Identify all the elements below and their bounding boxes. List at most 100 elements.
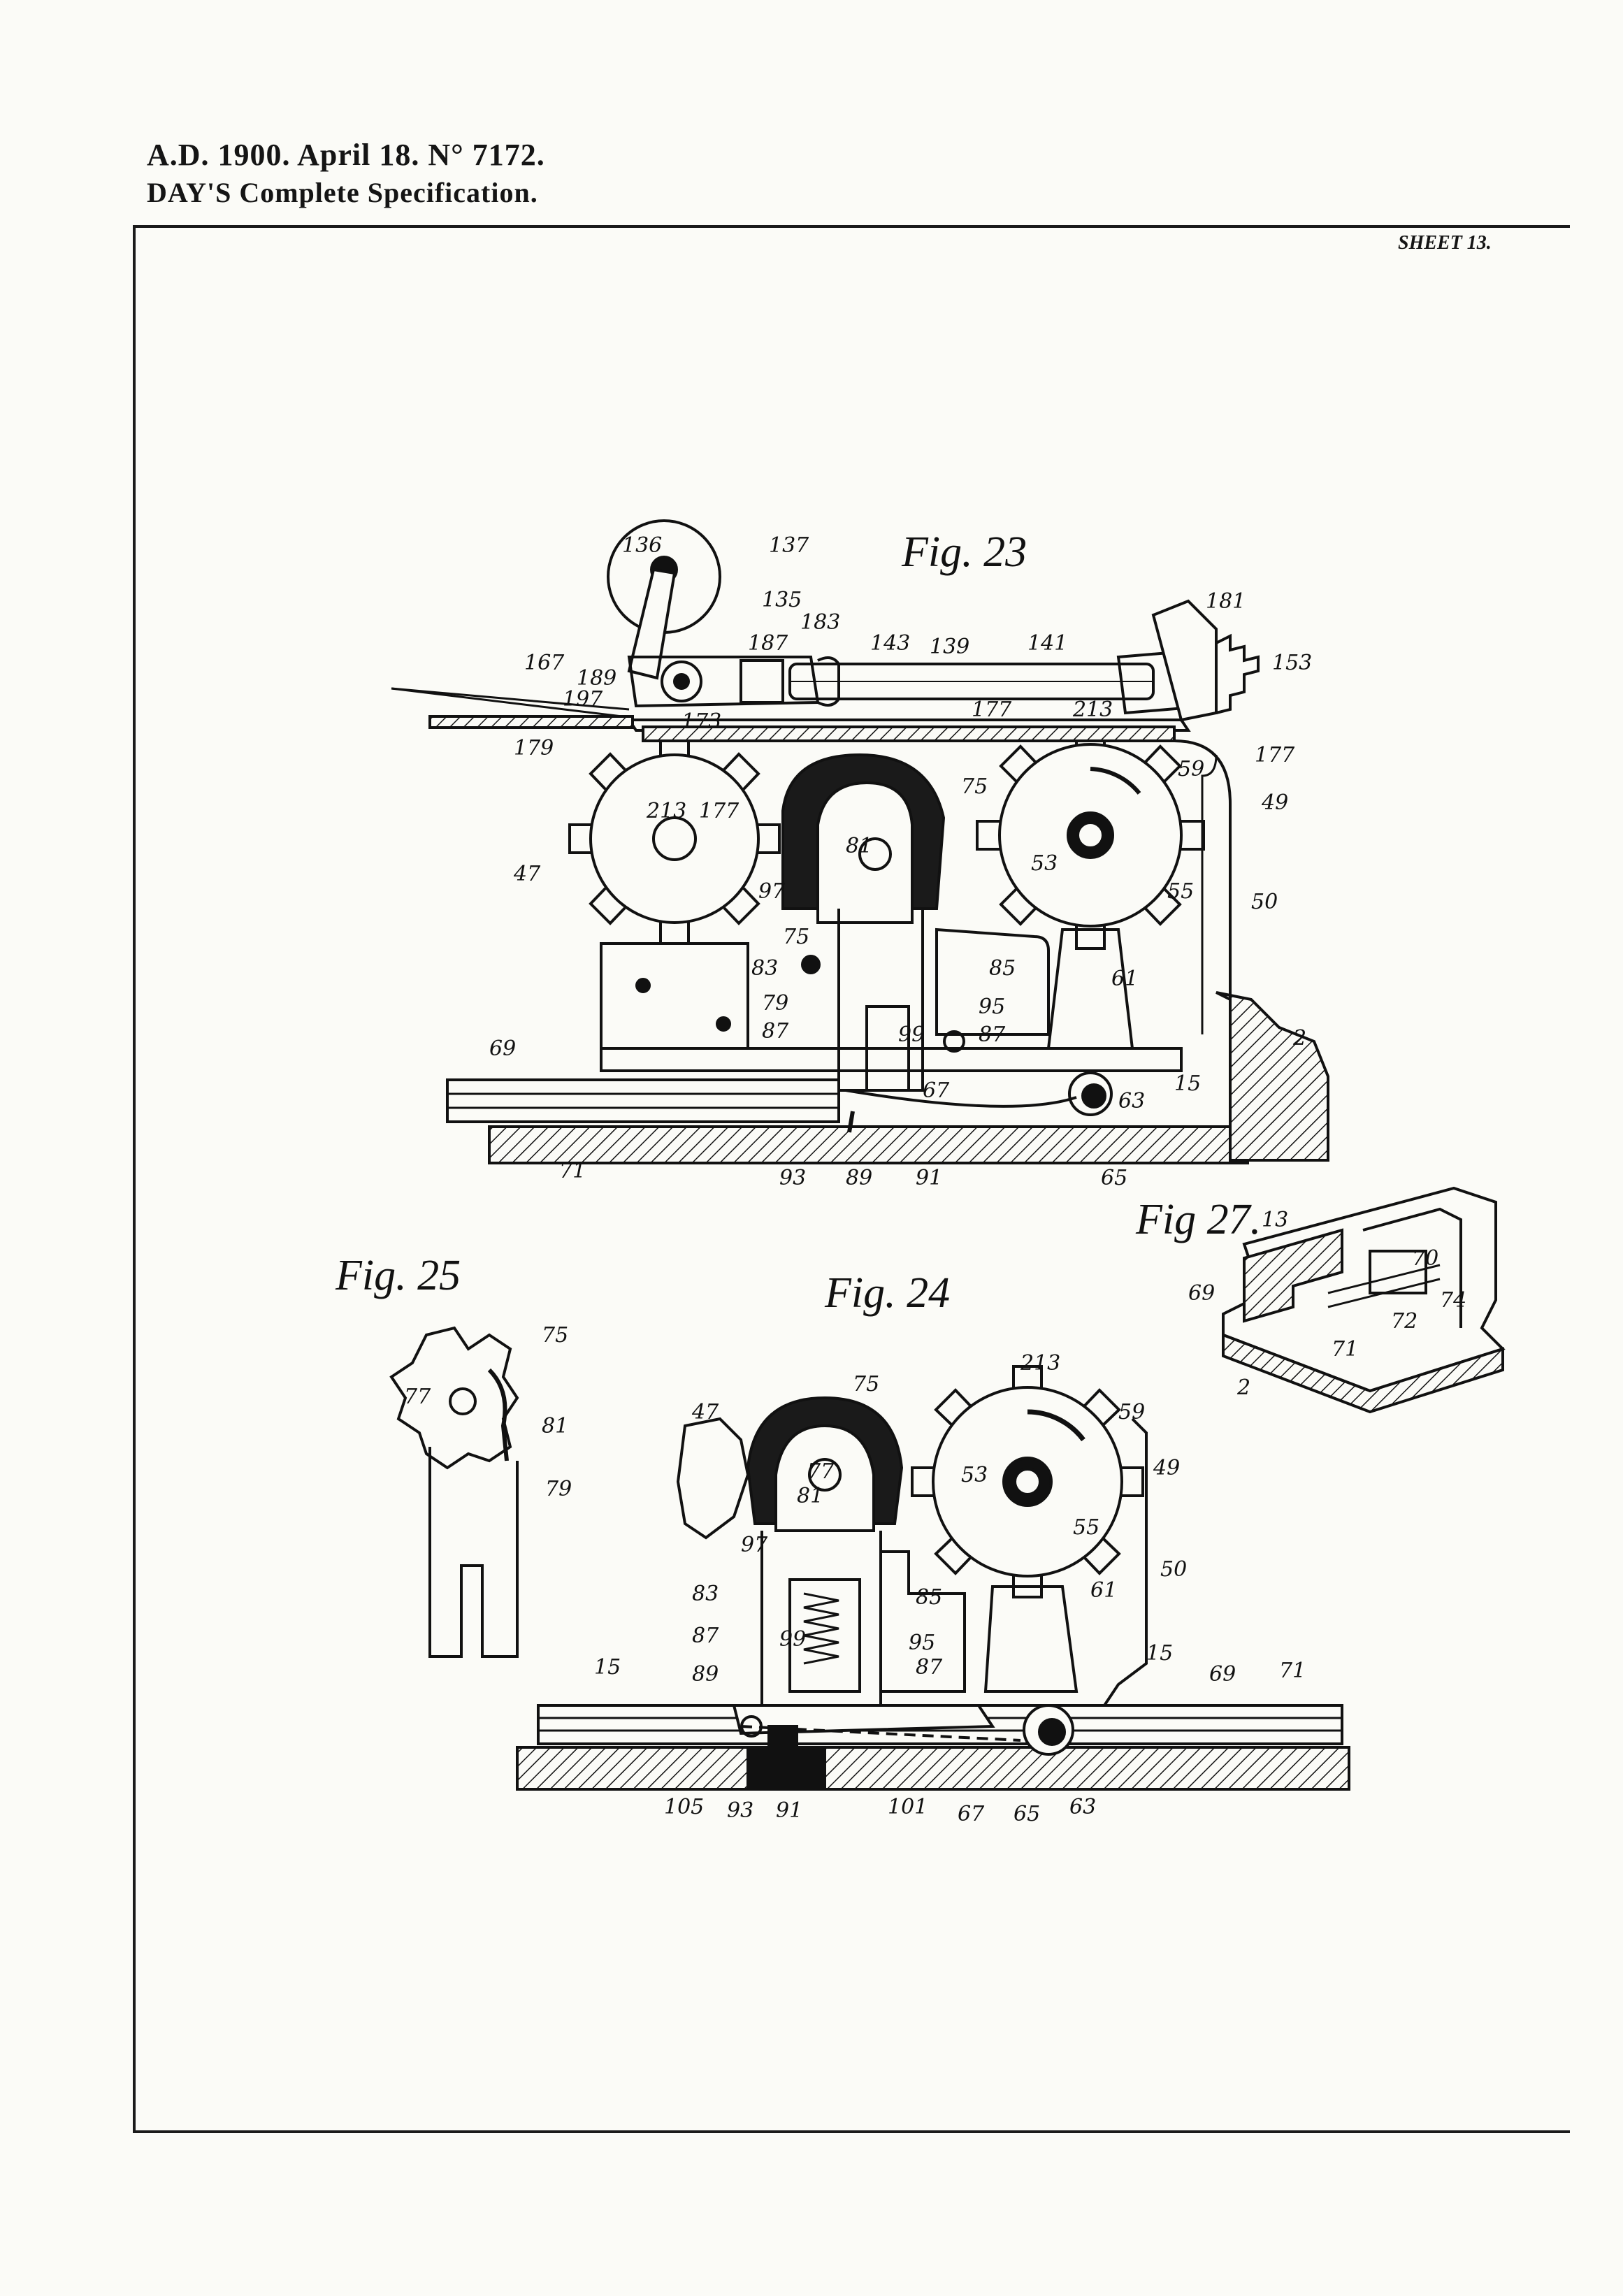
fig27-label: 72: [1391, 1309, 1418, 1334]
fig27-label: 13: [1262, 1208, 1288, 1232]
fig23-label: 183: [800, 610, 840, 635]
fig24-label: 87: [692, 1624, 719, 1648]
fig24-label: 63: [1069, 1795, 1096, 1819]
fig23-label: 177: [972, 698, 1012, 722]
fig23-label: 69: [489, 1037, 516, 1061]
fig23-label: 85: [989, 956, 1016, 981]
fig24-label: 89: [692, 1662, 719, 1687]
fig25-title: Fig. 25: [335, 1252, 461, 1299]
fig23-label: 89: [846, 1166, 872, 1190]
fig23-label: 75: [961, 774, 988, 799]
fig23-label: 137: [769, 533, 809, 558]
specification-line: DAY'S Complete Specification.: [147, 177, 538, 208]
fig23-label: 61: [1111, 967, 1138, 991]
fig25-label: 81: [542, 1414, 568, 1438]
fig27-label: 70: [1412, 1246, 1438, 1271]
fig25-label: 75: [542, 1323, 568, 1348]
fig23-label: 87: [979, 1023, 1006, 1047]
fig24-label: 55: [1073, 1515, 1099, 1540]
fig23-label: 99: [898, 1023, 925, 1047]
fig24-label: 71: [1279, 1659, 1306, 1683]
fig24-label: 69: [1209, 1662, 1236, 1687]
fig24-label: 61: [1090, 1578, 1117, 1603]
fig24-label: 65: [1014, 1802, 1040, 1826]
fig24-label: 15: [1146, 1641, 1173, 1666]
fig27-label: 69: [1188, 1281, 1215, 1306]
fig24-label: 105: [664, 1795, 704, 1819]
fig23-label: 187: [748, 631, 788, 656]
fig23-label: 177: [699, 799, 740, 823]
fig23-label: 97: [758, 879, 786, 904]
fig25-label: 77: [404, 1385, 431, 1409]
fig23-title: Fig. 23: [901, 528, 1027, 576]
fig23-label: 139: [930, 635, 969, 659]
fig25-label: 79: [545, 1477, 572, 1501]
fig24-label: 83: [692, 1582, 719, 1606]
fig23-label: 95: [979, 995, 1005, 1019]
fig23-label: 75: [783, 925, 809, 949]
fig23-label: 197: [563, 687, 603, 712]
fig23-label: 63: [1118, 1089, 1145, 1113]
fig23-label: 79: [762, 991, 788, 1016]
fig23-label: 179: [514, 736, 554, 760]
fig23-label: 55: [1167, 879, 1194, 904]
fig24-label: 93: [727, 1798, 753, 1823]
fig24-label: 101: [888, 1795, 928, 1819]
fig24-label: 97: [741, 1533, 768, 1557]
fig24-label: 85: [916, 1585, 942, 1610]
fig24-label: 15: [594, 1655, 621, 1680]
fig24-label: 59: [1118, 1400, 1145, 1424]
sheet-number: SHEET 13.: [1398, 232, 1492, 254]
figure-24: Fig. 24: [516, 1269, 1350, 1826]
fig24-label: 77: [807, 1459, 835, 1484]
fig23-label: 136: [622, 533, 662, 558]
fig23-label: 189: [577, 666, 616, 691]
fig23-label: 47: [513, 862, 541, 886]
fig23-label: 71: [559, 1159, 586, 1183]
fig23-label: 91: [916, 1166, 942, 1190]
fig23-label: 67: [923, 1078, 950, 1103]
fig27-title: Fig 27.: [1135, 1196, 1261, 1243]
fig23-label: 49: [1261, 790, 1288, 815]
fig23-label: 2: [1292, 1026, 1306, 1050]
fig23-label: 153: [1272, 651, 1312, 675]
fig24-label: 53: [961, 1463, 988, 1487]
fig27-label: 74: [1440, 1288, 1466, 1313]
figure-25: Fig. 25 75 77 81 79: [335, 1252, 572, 1658]
fig23-label: 53: [1031, 851, 1058, 876]
fig23-label: 141: [1027, 631, 1067, 656]
fig24-label: 213: [1020, 1351, 1060, 1376]
fig23-label: 143: [870, 631, 910, 656]
fig23-label: 173: [681, 709, 721, 734]
figure-27: Fig 27. 13 70 69 74 72 71 2: [1135, 1186, 1506, 1414]
fig23-label: 50: [1251, 890, 1278, 914]
fig27-label: 71: [1332, 1337, 1358, 1362]
fig24-label: 95: [909, 1631, 935, 1655]
fig24-label: 87: [916, 1655, 943, 1680]
patent-number-line: A.D. 1900. April 18. N° 7172.: [147, 138, 545, 172]
fig23-label: 213: [646, 799, 686, 823]
fig23-label: 81: [846, 834, 872, 858]
fig23-label: 181: [1206, 589, 1246, 614]
fig27-label: 2: [1236, 1376, 1250, 1400]
fig24-label: 99: [779, 1627, 806, 1652]
figure-23: Fig. 23: [391, 519, 1329, 1190]
fig23-label: 135: [762, 588, 802, 612]
fig24-label: 91: [776, 1798, 802, 1823]
fig23-label: 213: [1072, 698, 1113, 722]
fig24-title: Fig. 24: [824, 1269, 950, 1317]
plate-border: [133, 225, 1570, 2133]
fig23-label: 167: [524, 651, 565, 675]
fig24-label: 75: [853, 1372, 879, 1396]
fig23-label: 65: [1101, 1166, 1127, 1190]
fig23-label: 177: [1255, 743, 1295, 767]
fig24-label: 49: [1153, 1456, 1180, 1480]
fig23-label: 87: [762, 1019, 789, 1044]
fig23-label: 15: [1174, 1071, 1201, 1096]
fig24-label: 81: [797, 1484, 823, 1508]
fig23-label: 83: [751, 956, 778, 981]
fig24-label: 50: [1160, 1557, 1187, 1582]
fig23-label: 59: [1178, 757, 1204, 781]
fig23-label: 93: [779, 1166, 806, 1190]
